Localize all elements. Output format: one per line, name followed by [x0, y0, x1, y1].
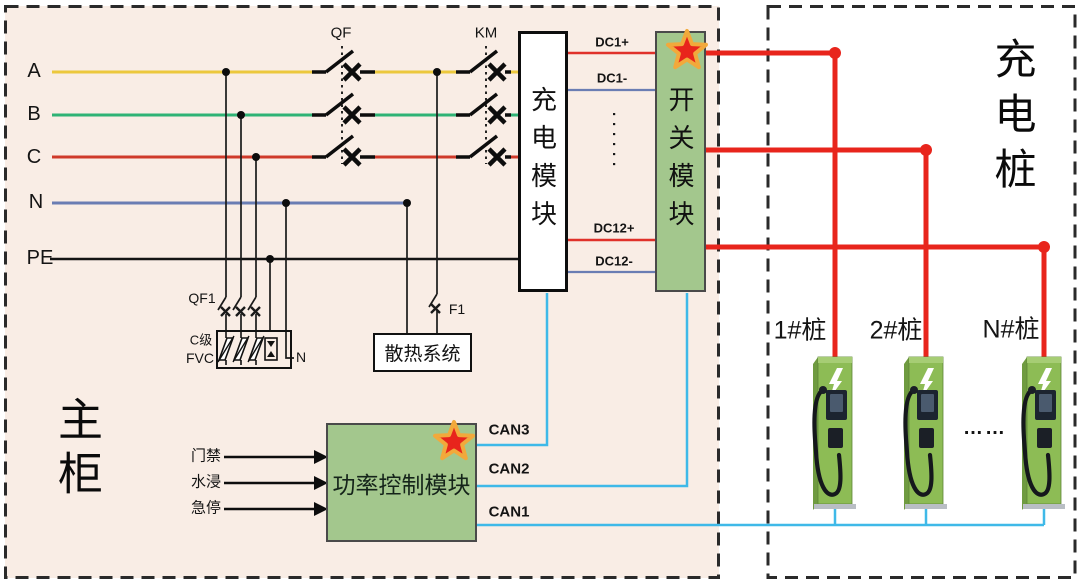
- emergency-stop-input-label: 急停: [190, 499, 222, 517]
- pe-label: PE: [26, 247, 54, 269]
- km-contactor-symbol: [456, 46, 511, 167]
- charging-area-label: 充电桩: [989, 37, 1036, 202]
- km-label: KM: [474, 24, 498, 42]
- charging-area-border: [766, 5, 1077, 579]
- spd-device-label: FVC: [186, 350, 214, 366]
- main-cabinet-border: [4, 5, 720, 579]
- dc1-pos-label: DC1+: [595, 34, 629, 50]
- dc-link-lines: [568, 51, 656, 274]
- charge-module-label: 充电模块: [527, 85, 558, 238]
- can2-label: CAN2: [488, 460, 530, 478]
- pile-2-label: 2#桩: [869, 316, 923, 345]
- input-arrows: [224, 450, 328, 516]
- cooling-system-box: 散热系统: [373, 333, 472, 372]
- dc12-pos-label: DC12+: [593, 220, 635, 236]
- dc-junction-dots: [829, 47, 1050, 253]
- charging-pile-icon: [812, 356, 856, 510]
- dc-output-lines: [706, 50, 1047, 357]
- qf-breaker-symbol: [312, 46, 375, 167]
- can1-label: CAN1: [488, 503, 530, 521]
- can3-label: CAN3: [488, 421, 530, 439]
- spd-class-label: C级: [189, 332, 213, 348]
- door-access-input-label: 门禁: [190, 447, 222, 465]
- charge-module-box: 充电模块: [518, 31, 568, 292]
- main-cabinet-label: 主柜: [51, 396, 102, 504]
- qf-label: QF: [330, 24, 352, 42]
- dc1-neg-label: DC1-: [596, 70, 628, 86]
- qf1-label: QF1: [188, 290, 216, 306]
- phase-c-label: C: [26, 146, 42, 168]
- star-icon: [666, 29, 708, 70]
- spd-box: [216, 330, 292, 369]
- pile-1-label: 1#桩: [773, 316, 827, 345]
- charging-pile-icon: [1021, 356, 1065, 510]
- f1-label: F1: [448, 301, 466, 317]
- switch-module-label: 开关模块: [665, 85, 695, 238]
- dc-ports-ellipsis: ······: [605, 112, 622, 172]
- pile-n-label: N#桩: [982, 315, 1040, 344]
- switch-module-box: 开关模块: [655, 31, 706, 292]
- cooling-system-label: 散热系统: [384, 344, 461, 365]
- star-icon: [433, 420, 475, 461]
- charging-pile-icon: [903, 356, 947, 510]
- phase-a-label: A: [27, 60, 41, 82]
- small-breaker-x-marks: [220, 303, 441, 317]
- junction-dots: [222, 68, 441, 263]
- power-control-module-label: 功率控制模块: [332, 471, 471, 498]
- water-sensor-input-label: 水浸: [190, 473, 222, 491]
- dc12-neg-label: DC12-: [595, 253, 633, 269]
- neutral-label: N: [28, 191, 44, 213]
- phase-b-label: B: [27, 103, 41, 125]
- piles-ellipsis: ……: [963, 417, 1007, 439]
- spd-neutral-label: N: [295, 349, 307, 365]
